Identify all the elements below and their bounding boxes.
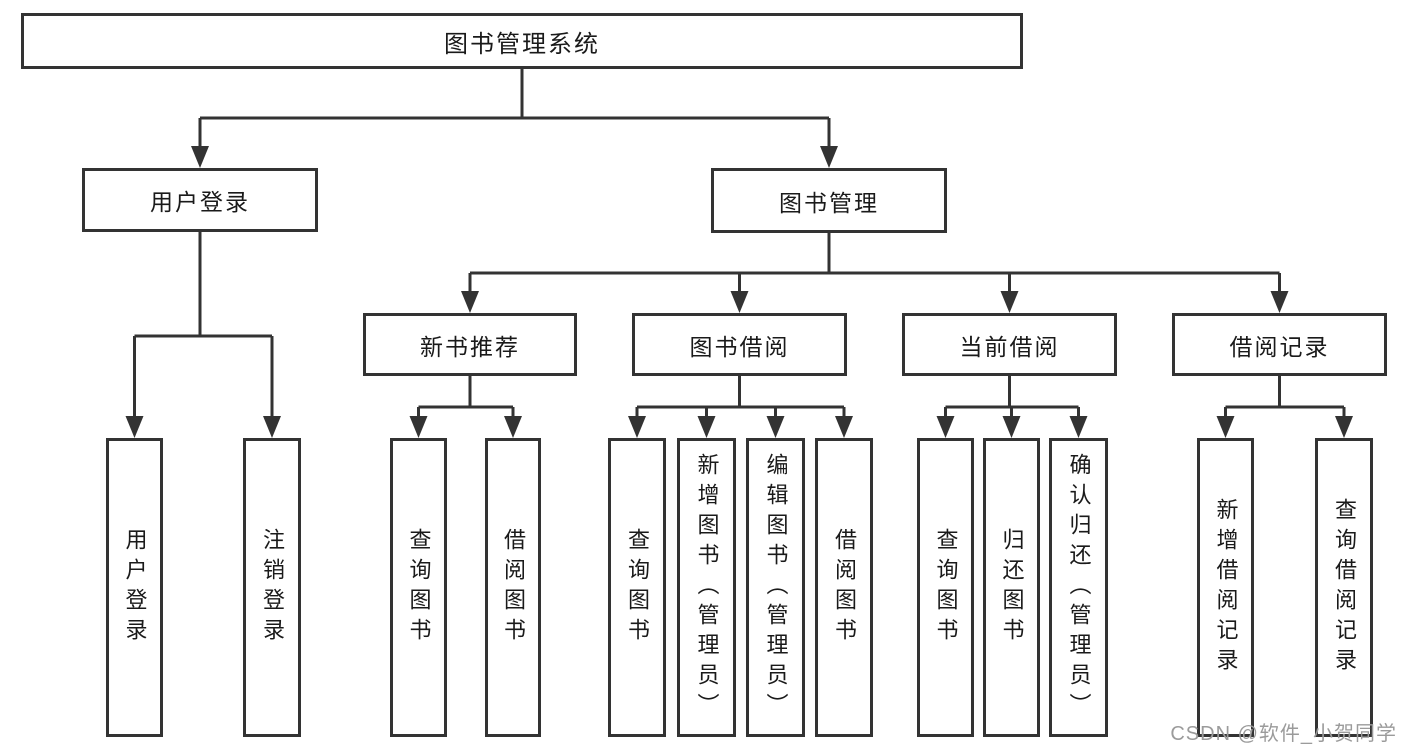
leaf-borrow-books-borrowing-label: 借阅图书: [832, 527, 857, 648]
arrowheads: [125, 146, 1353, 438]
leaf-logout-label: 注销登录: [260, 527, 285, 648]
node-library-system-label: 图书管理系统: [444, 30, 600, 58]
node-borrowing-records: 借阅记录: [1172, 313, 1387, 376]
node-book-management-label: 图书管理: [779, 189, 879, 216]
leaf-logout: 注销登录: [243, 438, 301, 737]
node-book-borrowing: 图书借阅: [632, 313, 847, 376]
leaf-confirm-return-admin-label: 确认归还（管理员）: [1066, 452, 1092, 723]
node-current-borrowing-label: 当前借阅: [959, 333, 1060, 360]
node-book-borrowing-label: 图书借阅: [689, 333, 790, 360]
leaf-edit-books-admin: 编辑图书（管理员）: [746, 438, 805, 737]
leaf-confirm-return-admin: 确认归还（管理员）: [1049, 438, 1108, 737]
node-user-login-label: 用户登录: [150, 189, 250, 215]
leaf-add-books-admin-label: 新增图书（管理员）: [694, 452, 720, 723]
leaf-add-borrow-record-label: 新增借阅记录: [1213, 497, 1239, 678]
leaf-add-books-admin: 新增图书（管理员）: [677, 438, 736, 737]
leaf-query-books-current: 查询图书: [917, 438, 974, 737]
leaf-return-books-label: 归还图书: [999, 527, 1025, 648]
leaf-query-books-newbook: 查询图书: [390, 438, 447, 737]
node-book-management: 图书管理: [711, 168, 947, 233]
leaf-query-books-current-label: 查询图书: [933, 527, 959, 648]
node-new-book-recommend: 新书推荐: [363, 313, 577, 376]
leaf-add-borrow-record: 新增借阅记录: [1197, 438, 1254, 737]
leaf-edit-books-admin-label: 编辑图书（管理员）: [763, 452, 789, 723]
leaf-query-books-borrowing: 查询图书: [608, 438, 666, 737]
leaf-borrow-books-newbook: 借阅图书: [485, 438, 541, 737]
node-borrowing-records-label: 借阅记录: [1229, 333, 1330, 360]
leaf-query-books-borrowing-label: 查询图书: [625, 527, 650, 648]
leaf-query-borrow-record-label: 查询借阅记录: [1332, 497, 1357, 678]
leaf-user-login: 用户登录: [106, 438, 163, 737]
node-user-login: 用户登录: [82, 168, 318, 232]
node-current-borrowing: 当前借阅: [902, 313, 1117, 376]
leaf-borrow-books-newbook-label: 借阅图书: [501, 527, 526, 648]
node-new-book-recommend-label: 新书推荐: [420, 333, 520, 360]
leaf-return-books: 归还图书: [983, 438, 1040, 737]
leaf-query-books-newbook-label: 查询图书: [406, 527, 432, 648]
leaf-user-login-label: 用户登录: [122, 527, 148, 648]
leaf-query-borrow-record: 查询借阅记录: [1315, 438, 1373, 737]
csdn-watermark: CSDN @软件_小贺同学: [1170, 723, 1397, 745]
leaf-borrow-books-borrowing: 借阅图书: [815, 438, 873, 737]
node-library-system: 图书管理系统: [21, 13, 1023, 69]
